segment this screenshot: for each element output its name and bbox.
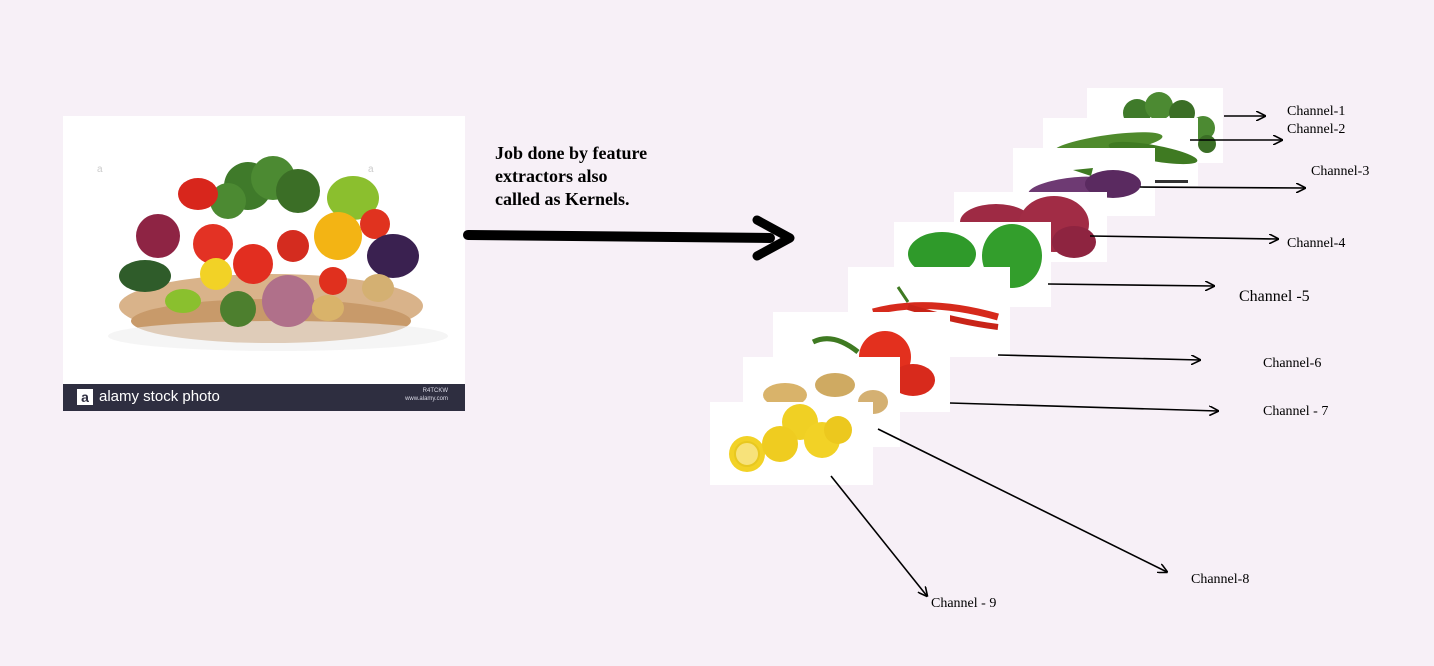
channel-label-6: Channel-6 xyxy=(1263,356,1322,371)
stock-id-code: R4TCKW xyxy=(422,388,448,394)
caption-line-3: called as Kernels. xyxy=(495,189,630,209)
channel-label-9: Channel - 9 xyxy=(931,596,997,611)
alamy-logo-text: alamy stock photo xyxy=(99,388,220,405)
arrow-channel-6 xyxy=(997,354,1200,360)
arrow-channel-3 xyxy=(1139,187,1305,188)
alamy-logo-icon: a xyxy=(77,389,93,405)
caption-line-1: Job done by feature xyxy=(495,143,648,163)
stock-id: R4TCKW www.alamy.com xyxy=(405,387,448,403)
arrow-channel-5 xyxy=(1047,284,1214,286)
channel-card-lemon xyxy=(710,402,873,485)
arrow-channel-8 xyxy=(877,428,1167,572)
svg-text:a: a xyxy=(368,164,374,175)
vegetable-bowl-illustration: a a xyxy=(97,156,448,351)
channel-label-3: Channel-3 xyxy=(1311,164,1370,179)
arrow-channel-7 xyxy=(949,402,1218,411)
caption-text: Job done by feature extractors also call… xyxy=(495,142,647,211)
channel-label-1: Channel-1 xyxy=(1287,104,1346,119)
photo-watermark-bar: a alamy stock photo R4TCKW www.alamy.com xyxy=(63,384,465,411)
arrow-channel-4 xyxy=(1089,236,1278,239)
caption-line-2: extractors also xyxy=(495,166,608,186)
channel-label-2: Channel-2 xyxy=(1287,122,1346,137)
main-arrow xyxy=(463,230,775,243)
stock-site: www.alamy.com xyxy=(405,396,448,402)
arrow-channel-9 xyxy=(830,475,927,596)
channel-label-7: Channel - 7 xyxy=(1263,404,1329,419)
channel-label-5: Channel -5 xyxy=(1239,288,1310,305)
channel-label-8: Channel-8 xyxy=(1191,572,1250,587)
main-arrow-head xyxy=(752,215,795,261)
source-vegetable-photo: a a a alamy stock photo R4TCKW www.alamy… xyxy=(63,116,465,411)
channel-label-4: Channel-4 xyxy=(1287,236,1346,251)
svg-text:a: a xyxy=(97,164,103,175)
